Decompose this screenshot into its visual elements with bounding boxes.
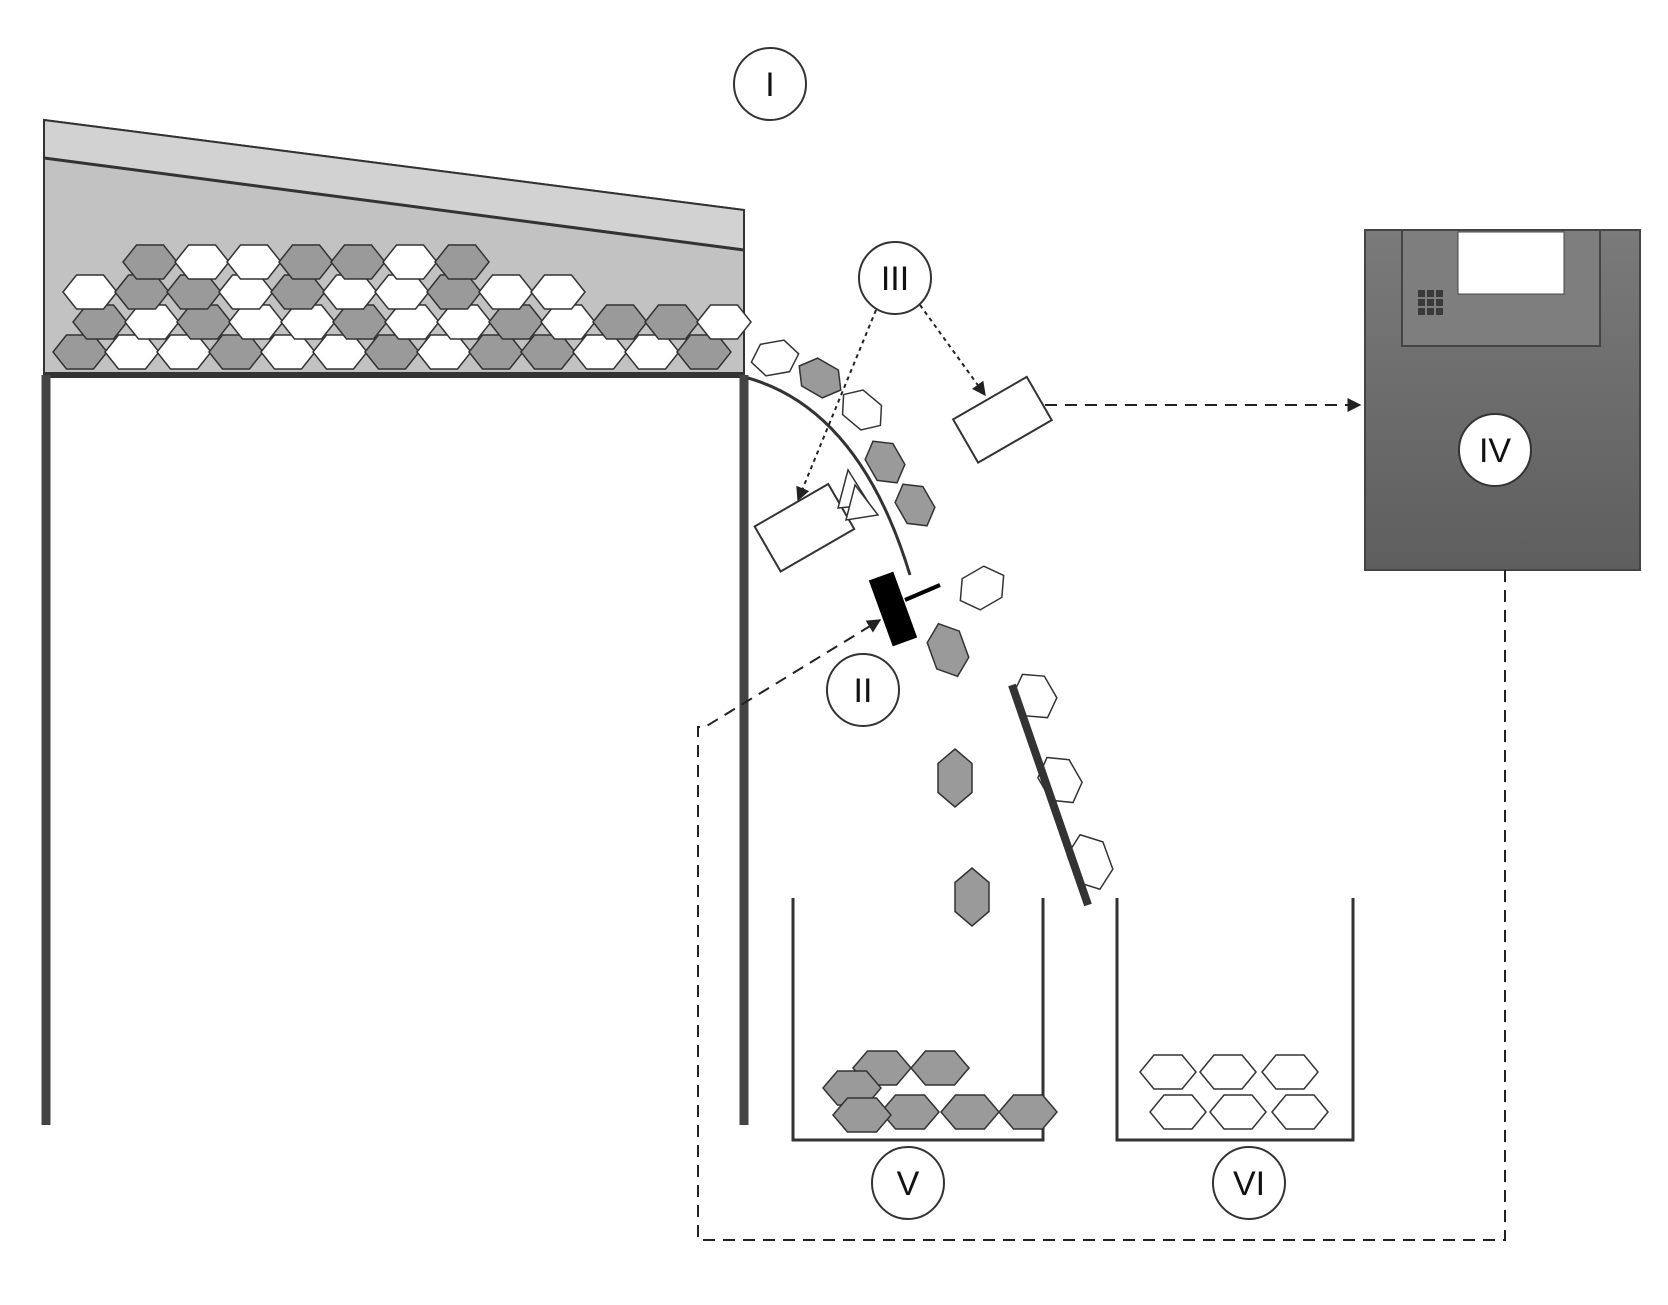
label-I: I [733, 47, 807, 121]
accept-kernel [1271, 1094, 1329, 1130]
reject-kernel [832, 1097, 892, 1133]
keypad-key [1418, 308, 1425, 315]
hopper [41, 118, 912, 1125]
keypad-key [1427, 299, 1434, 306]
label-IV-text: IV [1479, 432, 1511, 470]
hopper-kernel [530, 274, 586, 310]
keypad-key [1418, 299, 1425, 306]
signal-lines [697, 398, 1506, 1241]
hopper-kernel [696, 304, 752, 340]
reject-kernel [822, 1070, 882, 1106]
bin-accept-outline [1115, 898, 1355, 1142]
falling-kernel [864, 440, 906, 484]
diverter-plate [1008, 683, 1092, 907]
controller-to-ejector-line [697, 570, 1506, 1241]
falling-kernel [750, 339, 800, 377]
label-II: II [826, 653, 900, 727]
camera-unit [753, 304, 1054, 573]
bin-reject [791, 898, 1058, 1142]
hopper-lid-line [43, 156, 745, 252]
camera-pointer-upper [919, 304, 986, 397]
falling-kernel [954, 867, 990, 927]
hopper-kernel [676, 334, 732, 370]
keypad-key [1436, 290, 1443, 297]
falling-kernel [798, 357, 842, 399]
chute-curve [747, 376, 912, 576]
reject-kernel [940, 1094, 1000, 1130]
keypad-key [1436, 299, 1443, 306]
falling-kernel [937, 748, 973, 808]
light-source-icon [837, 468, 880, 521]
label-II-text: II [854, 672, 873, 710]
keypad-key [1427, 308, 1434, 315]
camera-box-icon [951, 375, 1054, 465]
label-VI-text: VI [1233, 1165, 1265, 1203]
hopper-kernel [434, 244, 490, 280]
accept-kernel [1261, 1054, 1319, 1090]
ejector-nozzle [904, 583, 941, 602]
label-V: V [871, 1146, 945, 1220]
ejector-valve [868, 571, 918, 647]
reject-kernel [880, 1094, 940, 1130]
accept-kernel [1199, 1054, 1257, 1090]
falling-kernel [894, 483, 936, 527]
falling-kernel [841, 389, 883, 431]
label-V-text: V [897, 1165, 920, 1203]
accept-kernel [1209, 1094, 1267, 1130]
label-IV: IV [1458, 413, 1532, 487]
camera-box-icon-lower [753, 482, 856, 573]
label-VI: VI [1212, 1146, 1286, 1220]
hopper-kernel-pile [52, 244, 752, 370]
accept-kernel [1139, 1054, 1197, 1090]
ejector-unit [868, 571, 941, 647]
accept-kernel [1149, 1094, 1207, 1130]
keypad-grid-icon [1418, 290, 1443, 315]
falling-kernel [959, 565, 1005, 611]
falling-kernels [750, 339, 1114, 927]
display-screen-icon [1457, 231, 1565, 295]
reject-kernel [998, 1094, 1058, 1130]
label-III: III [858, 241, 932, 315]
bin-accept-kernels [1139, 1054, 1329, 1130]
camera-pointer-lower [796, 309, 877, 502]
bin-accept [1115, 898, 1355, 1142]
falling-kernel [926, 622, 970, 678]
keypad-key [1427, 290, 1434, 297]
label-III-text: III [881, 260, 909, 298]
controller-unit [1364, 229, 1641, 571]
label-I-text: I [765, 66, 774, 104]
bin-reject-outline [791, 898, 1045, 1142]
bin-reject-kernels [822, 1050, 1058, 1133]
reject-kernel [910, 1050, 970, 1086]
keypad-key [1418, 290, 1425, 297]
keypad-key [1436, 308, 1443, 315]
